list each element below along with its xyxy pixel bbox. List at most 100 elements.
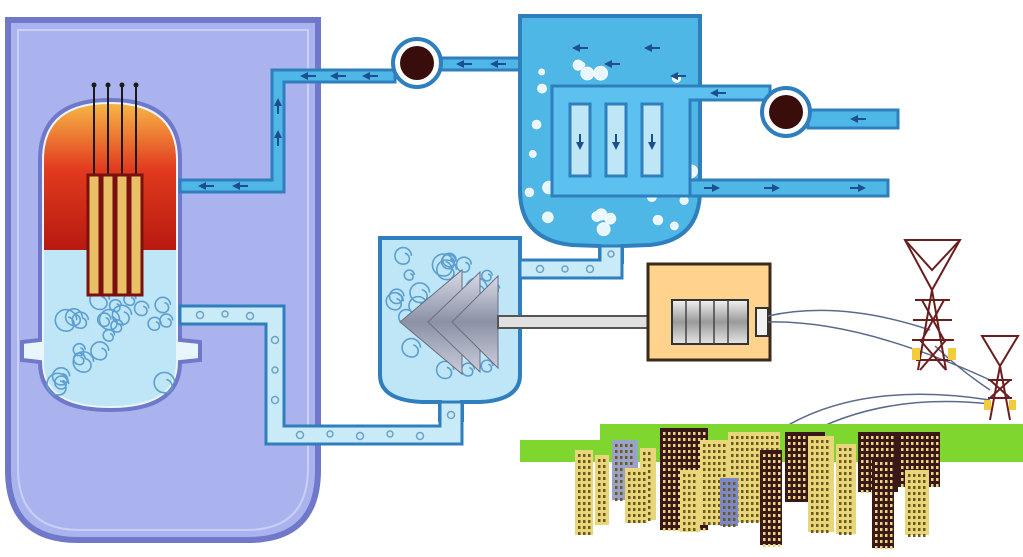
window [688,510,691,513]
window [746,478,749,481]
window [773,478,776,481]
window [683,504,686,507]
window [849,514,852,517]
window [628,472,631,475]
window [713,474,716,477]
window [583,484,586,487]
window [723,468,726,471]
window [885,474,888,477]
window [620,492,623,495]
window [844,478,847,481]
window [921,460,924,463]
window [803,484,806,487]
window [578,478,581,481]
window [761,436,764,439]
window [746,448,749,451]
window [923,504,926,507]
window [688,474,691,477]
window [688,504,691,507]
window [811,476,814,479]
window [773,532,776,535]
window [866,466,869,469]
window [620,456,623,459]
window [683,432,686,435]
window [921,454,924,457]
window [918,516,921,519]
window [778,502,781,505]
window [728,488,731,491]
window [885,486,888,489]
window [663,468,666,471]
window [821,518,824,521]
window [588,496,591,499]
window [578,532,581,535]
window [683,498,686,501]
window [733,494,736,497]
window [901,472,904,475]
window [638,490,641,493]
window [683,474,686,477]
bubble-mark [542,211,554,224]
window [763,466,766,469]
window [603,471,606,474]
window [638,484,641,487]
window [588,532,591,535]
window [746,490,749,493]
window [703,474,706,477]
window [916,442,919,445]
bubble-mark [591,211,603,222]
window [885,534,888,537]
window [763,472,766,475]
window [778,532,781,535]
window [890,486,893,489]
window [923,516,926,519]
arrow-up-icon [274,130,282,146]
window [598,513,601,516]
window [638,514,641,517]
window [844,454,847,457]
window [578,454,581,457]
window [708,492,711,495]
window [866,472,869,475]
window [890,474,893,477]
arrow-right-icon [704,184,720,192]
window [798,454,801,457]
window [811,452,814,455]
window [663,456,666,459]
window [723,524,726,527]
window [741,484,744,487]
window [811,482,814,485]
window [826,440,829,443]
window [603,507,606,510]
window [643,472,646,475]
window [816,488,819,491]
window [876,454,879,457]
window [633,478,636,481]
window [880,492,883,495]
window [703,456,706,459]
arrow-down-icon [648,134,656,150]
window [880,474,883,477]
window [788,496,791,499]
window [768,526,771,529]
window [663,486,666,489]
window [798,496,801,499]
window [620,498,623,501]
window [906,448,909,451]
window [751,472,754,475]
window [603,495,606,498]
window [798,490,801,493]
window [693,510,696,513]
window [668,450,671,453]
window [673,498,676,501]
window [693,492,696,495]
window [890,468,893,471]
window [844,502,847,505]
window [778,508,781,511]
window [628,508,631,511]
window [728,494,731,497]
window [643,490,646,493]
window [803,466,806,469]
window [776,442,779,445]
window [885,522,888,525]
